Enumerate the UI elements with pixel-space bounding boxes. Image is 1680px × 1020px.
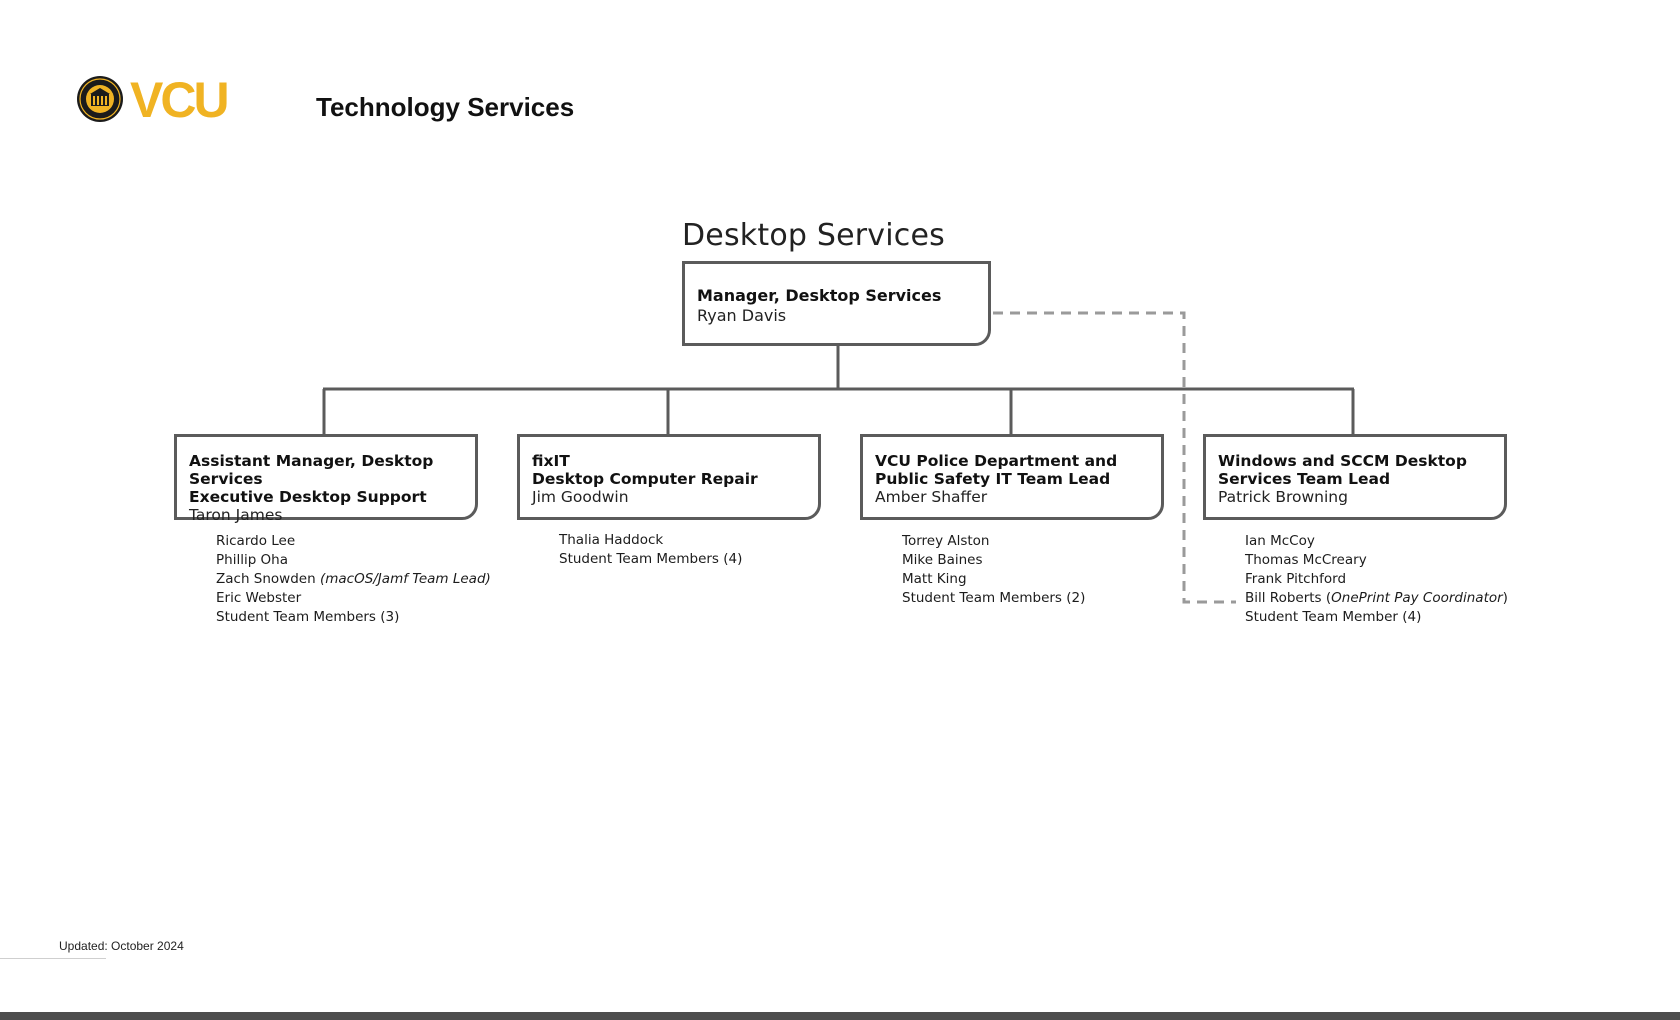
list-item: Student Team Members (3) [216,609,400,625]
team-lead-name: Jim Goodwin [532,488,629,506]
list-item: Eric Webster [216,590,302,606]
list-item: Student Team Members (4) [559,551,743,567]
team-role-line: Desktop Computer Repair [532,470,758,488]
team-lead-name: Patrick Browning [1218,488,1348,506]
list-item: Thomas McCreary [1245,552,1367,568]
updated-date: Updated: October 2024 [59,939,184,953]
member-note: OnePrint Pay Coordinator [1331,590,1503,606]
footer-divider [0,958,106,959]
vcu-logo: VCU [76,72,241,128]
manager-role: Manager, Desktop Services [697,286,942,305]
team-role-line: Windows and SCCM Desktop [1218,452,1467,470]
list-item: Matt King [902,571,967,587]
team-role-line: Services Team Lead [1218,470,1391,488]
logo-wordmark: VCU [130,74,227,124]
team-box-police-it: VCU Police Department and Public Safety … [860,434,1164,520]
team-3-members: Torrey Alston Mike Baines Matt King Stud… [902,532,1085,608]
team-role-line: fixIT [532,452,570,470]
header-title: Technology Services [316,92,575,122]
team-role-line: Public Safety IT Team Lead [875,470,1111,488]
list-item: Bill Roberts (OnePrint Pay Coordinator) [1245,590,1508,606]
list-item: Mike Baines [902,552,983,568]
team-box-assistant-manager: Assistant Manager, Desktop Services Exec… [174,434,478,524]
team-box-windows-sccm: Windows and SCCM Desktop Services Team L… [1203,434,1507,520]
team-2-members: Thalia Haddock Student Team Members (4) [559,531,742,569]
chart-title: Desktop Services [682,218,945,253]
team-1-members: Ricardo Lee Phillip Oha Zach Snowden (ma… [216,532,491,627]
manager-box: Manager, Desktop Services Ryan Davis [682,261,991,346]
list-item: Torrey Alston [902,533,990,549]
list-item: Frank Pitchford [1245,571,1347,587]
vcu-seal-and-wordmark-icon: VCU [77,72,230,128]
team-4-members: Ian McCoy Thomas McCreary Frank Pitchfor… [1245,532,1508,627]
list-item: Ricardo Lee [216,533,296,549]
team-lead-name: Taron James [189,506,283,524]
member-note: (macOS/Jamf Team Lead) [319,571,491,587]
list-item: Zach Snowden (macOS/Jamf Team Lead) [216,571,491,587]
list-item: Ian McCoy [1245,533,1315,549]
footer-bar [0,1012,1680,1020]
team-role-line: VCU Police Department and [875,452,1118,470]
list-item: Phillip Oha [216,552,289,568]
team-role-line: Executive Desktop Support [189,488,427,506]
team-lead-name: Amber Shaffer [875,488,988,506]
manager-name: Ryan Davis [697,306,787,325]
list-item: Student Team Member (4) [1245,609,1422,625]
team-box-fixit: fixIT Desktop Computer Repair Jim Goodwi… [517,434,821,520]
team-role-line: Assistant Manager, Desktop Services [189,452,434,488]
list-item: Student Team Members (2) [902,590,1086,606]
list-item: Thalia Haddock [559,532,664,548]
